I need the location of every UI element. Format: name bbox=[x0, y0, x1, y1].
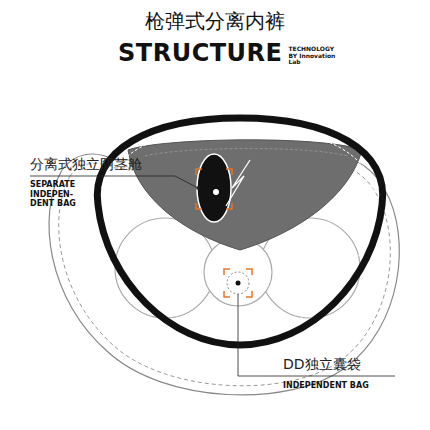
front-panel bbox=[128, 140, 362, 250]
pouch-dot bbox=[213, 189, 219, 195]
callout-label: DD独立囊袋 bbox=[283, 356, 361, 372]
tech-note: TECHNOLOGY BY Innovation Lab bbox=[288, 46, 344, 66]
callout-label: 分离式独立阴茎舱 bbox=[30, 156, 142, 172]
title: 枪弹式分离内裤 bbox=[0, 10, 430, 33]
focus-bracket bbox=[224, 269, 252, 297]
stitch-line bbox=[145, 148, 348, 156]
pouch-arrow bbox=[226, 160, 250, 206]
focus-bracket bbox=[196, 169, 232, 209]
bag-dot bbox=[236, 281, 241, 286]
separate-pouch bbox=[197, 154, 231, 222]
independent-bag bbox=[227, 272, 249, 294]
waistband bbox=[97, 118, 382, 345]
waistband-stitch bbox=[106, 127, 373, 336]
callout-label-en: SEPARATE INDEPEN- DENT BAG bbox=[30, 180, 100, 209]
callout-label-en: INDEPENDENT BAG bbox=[283, 381, 369, 390]
leader-line bbox=[238, 294, 395, 376]
heading: STRUCTURE bbox=[118, 40, 282, 68]
leader-dot bbox=[196, 186, 200, 190]
